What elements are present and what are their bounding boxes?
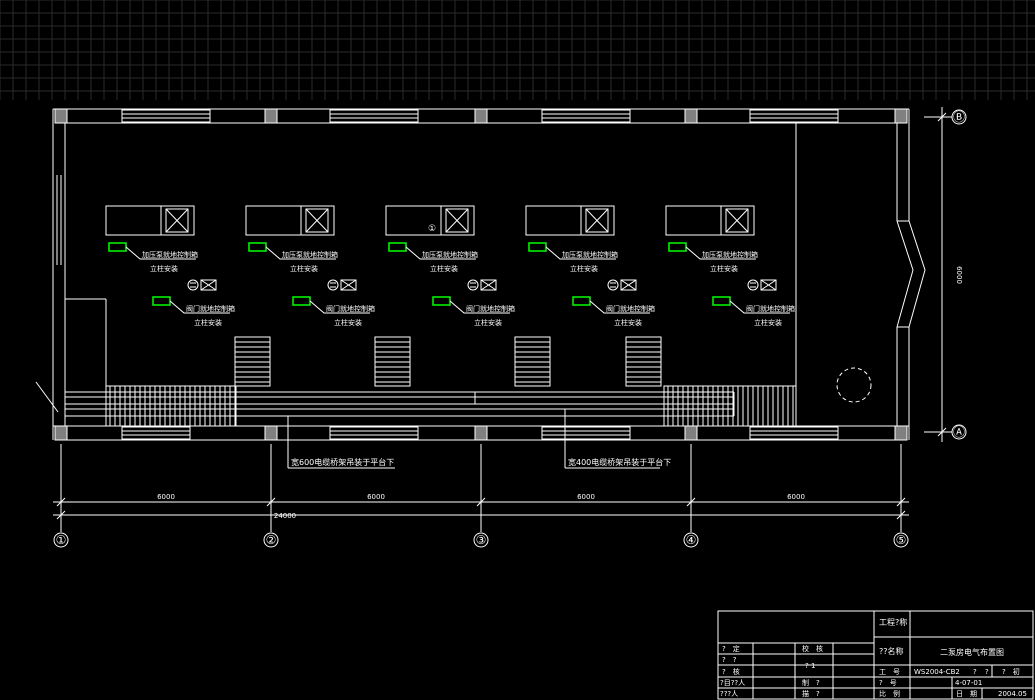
tb-r4-a: ?目??人 <box>720 679 745 687</box>
tb-r4-d: 4-07-01 <box>955 679 982 687</box>
tb-r4-c: ? 号 <box>879 679 897 687</box>
tb-r5-d: 日 期 <box>956 690 977 698</box>
background-grid <box>0 0 1035 100</box>
column <box>264 108 278 124</box>
tb-r3-d: ? <box>973 668 977 676</box>
dim-span-3: 6000 <box>577 493 595 501</box>
valve-box-mount: 立柱安装 <box>194 318 222 327</box>
pump-box-mount: 立柱安装 <box>710 264 738 273</box>
axis-label-col: ④ <box>686 533 697 547</box>
structural-columns <box>54 108 908 441</box>
column <box>264 425 278 441</box>
tb-r3-e: ? <box>985 668 989 676</box>
equipment-units: 加压泵就地控制箱立柱安装阀门就地控制箱立柱安装加压泵就地控制箱立柱安装阀门就地控… <box>105 205 795 327</box>
tb-r2-a: ? ? <box>722 656 737 664</box>
tb-r3-f: ? 初 <box>1002 667 1020 676</box>
tb-r3-a: ? 核 <box>722 667 740 676</box>
tb-r1-a: ? 定 <box>722 644 740 653</box>
pump-box-mount: 立柱安装 <box>290 264 318 273</box>
tb-r3-b: 工 号 <box>879 668 900 676</box>
cable-trays <box>65 391 735 469</box>
valve-box-label: 阀门就地控制箱 <box>746 304 795 313</box>
valve-control-box <box>292 296 311 306</box>
dim-depth: 6000 <box>955 266 963 284</box>
pump-control-box <box>108 242 127 252</box>
column <box>684 425 698 441</box>
tb-drawing-name-label: ??名称 <box>879 646 904 656</box>
pump-box-label: 加压泵就地控制箱 <box>562 250 618 259</box>
column <box>894 108 908 124</box>
valve-box-mount: 立柱安装 <box>614 318 642 327</box>
unit-marker: ① <box>428 224 436 234</box>
pump-box-label: 加压泵就地控制箱 <box>422 250 478 259</box>
pump-box-mount: 立柱安装 <box>150 264 178 273</box>
tb-r5-c: 比 例 <box>879 689 900 698</box>
axis-label-col: ③ <box>476 533 487 547</box>
valve-control-box <box>572 296 591 306</box>
pump-box-label: 加压泵就地控制箱 <box>142 250 198 259</box>
pump-box-mount: 立柱安装 <box>430 264 458 273</box>
tray-label-left: 宽600电缆桥架吊装于平台下 <box>291 457 394 467</box>
valve-box-mount: 立柱安装 <box>474 318 502 327</box>
platform-stairs <box>105 336 797 427</box>
axis-label-col: ② <box>266 533 277 547</box>
pump-control-box <box>248 242 267 252</box>
pump-box-label: 加压泵就地控制箱 <box>282 250 338 259</box>
pump-control-box <box>528 242 547 252</box>
pump-box-mount: 立柱安装 <box>570 264 598 273</box>
dim-span-1: 6000 <box>157 493 175 501</box>
axis-label-row: Ⓐ <box>953 425 965 439</box>
valve-box-label: 阀门就地控制箱 <box>326 304 375 313</box>
title-block <box>717 610 1034 700</box>
pump-box-label: 加压泵就地控制箱 <box>702 250 758 259</box>
tb-r2-b: ? 1 <box>805 662 815 670</box>
tb-r4-b: 制 ? <box>802 678 820 687</box>
axis-bubbles: ① ② ③ ④ ⑤ Ⓑ Ⓐ <box>53 109 967 548</box>
tb-r5-e: 2004.05 <box>998 690 1027 698</box>
tb-drawing-name: 二泵房电气布置图 <box>940 647 1004 657</box>
axis-label-col: ① <box>56 533 67 547</box>
valve-control-box <box>712 296 731 306</box>
axis-label-col: ⑤ <box>896 533 907 547</box>
building-walls <box>35 108 926 441</box>
tb-r5-b: 描 ? <box>802 689 820 698</box>
pump-control-box <box>668 242 687 252</box>
dim-span-2: 6000 <box>367 493 385 501</box>
column <box>474 425 488 441</box>
pump-control-box <box>388 242 407 252</box>
windows <box>121 109 839 440</box>
tb-r5-a: ???人 <box>720 690 738 698</box>
valve-box-mount: 立柱安装 <box>334 318 362 327</box>
valve-control-box <box>432 296 451 306</box>
tray-label-right: 宽400电缆桥架吊装于平台下 <box>568 457 671 467</box>
valve-box-label: 阀门就地控制箱 <box>606 304 655 313</box>
column <box>894 425 908 441</box>
valve-control-box <box>152 296 171 306</box>
valve-box-label: 阀门就地控制箱 <box>466 304 515 313</box>
equipment-circle <box>836 367 872 403</box>
tb-r1-b: 校 核 <box>802 644 823 653</box>
tb-r3-c: WS2004-CB2 <box>914 668 960 676</box>
valve-box-mount: 立柱安装 <box>754 318 782 327</box>
valve-box-label: 阀门就地控制箱 <box>186 304 235 313</box>
dim-span-4: 6000 <box>787 493 805 501</box>
column <box>684 108 698 124</box>
axis-label-row: Ⓑ <box>953 110 965 124</box>
column <box>54 108 68 124</box>
column <box>474 108 488 124</box>
dim-total: 24000 <box>274 512 296 520</box>
column <box>54 425 68 441</box>
tb-project-label: 工程?称 <box>879 617 907 627</box>
